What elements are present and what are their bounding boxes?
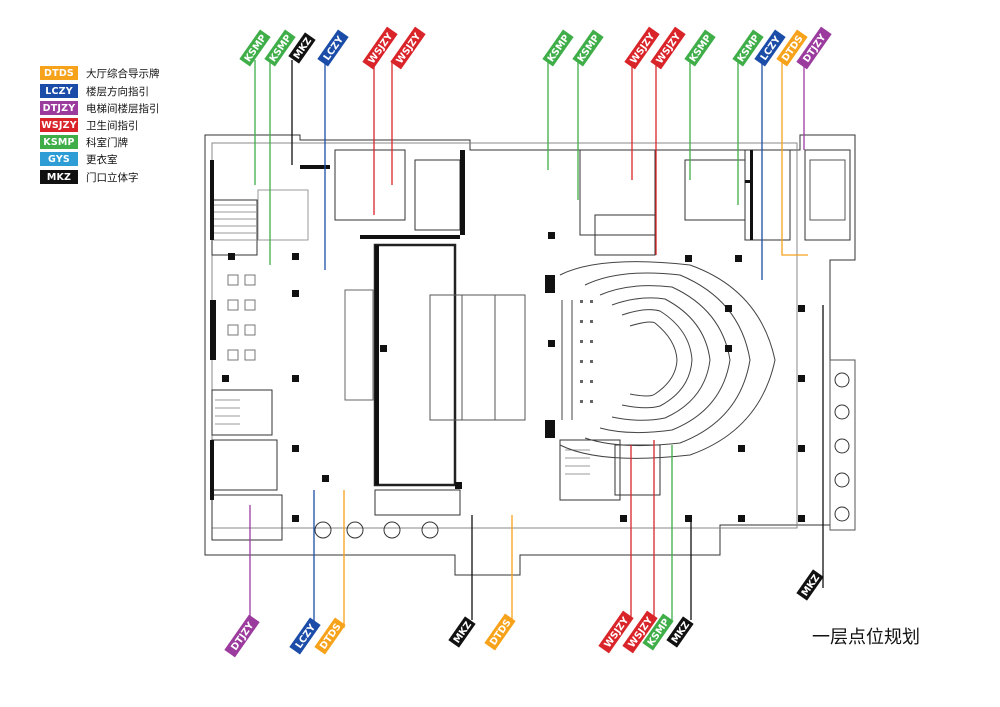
legend-desc: 更衣室 bbox=[86, 153, 118, 166]
legend-code: KSMP bbox=[40, 135, 78, 149]
legend-code: MKZ bbox=[40, 170, 78, 184]
tag-label: KSMP bbox=[546, 33, 573, 64]
legend-item-dtds: DTDS 大厅综合导示牌 bbox=[40, 66, 160, 80]
tag-background bbox=[684, 29, 716, 67]
tag-background bbox=[572, 29, 604, 67]
tag-background bbox=[732, 29, 764, 67]
tag-label: KSMP bbox=[268, 33, 295, 64]
tag-background bbox=[239, 29, 271, 67]
tag-background bbox=[484, 613, 516, 651]
tag-background bbox=[796, 569, 824, 601]
tag-background bbox=[289, 617, 321, 655]
legend-desc: 楼层方向指引 bbox=[86, 85, 149, 98]
tag-top-ksmp: KSMP bbox=[572, 29, 604, 67]
legend-item-ksmp: KSMP 科室门牌 bbox=[40, 135, 128, 149]
legend-desc: 电梯间楼层指引 bbox=[86, 102, 160, 115]
tag-background bbox=[390, 26, 426, 70]
legend-code: GYS bbox=[40, 152, 78, 166]
legend-code: WSJZY bbox=[40, 118, 78, 132]
tag-background bbox=[622, 610, 658, 654]
tag-background bbox=[624, 26, 660, 70]
tag-bottom-mkz: MKZ bbox=[448, 616, 476, 648]
tag-background bbox=[642, 613, 674, 651]
legend-desc: 卫生间指引 bbox=[86, 119, 139, 132]
tag-background bbox=[650, 26, 686, 70]
tag-bottom-dtds: DTDS bbox=[314, 617, 346, 655]
plan-title: 一层点位规划 bbox=[812, 627, 920, 648]
legend-desc: 大厅综合导示牌 bbox=[86, 67, 160, 80]
tag-background bbox=[754, 29, 786, 67]
legend-item-wsjzy: WSJZY 卫生间指引 bbox=[40, 118, 139, 132]
tag-background bbox=[448, 616, 476, 648]
tag-label: KSMP bbox=[688, 33, 715, 64]
tag-top-ksmp: KSMP bbox=[264, 29, 296, 67]
legend-code: LCZY bbox=[40, 84, 78, 98]
legend-code: DTDS bbox=[40, 66, 78, 80]
legend-desc: 门口立体字 bbox=[86, 171, 139, 184]
tag-background bbox=[542, 29, 574, 67]
tag-background bbox=[314, 617, 346, 655]
tag-bottom-lczy: LCZY bbox=[289, 617, 321, 655]
tag-background bbox=[776, 29, 808, 67]
tag-background bbox=[264, 29, 296, 67]
tag-top-lczy: LCZY bbox=[317, 29, 349, 67]
tag-background bbox=[224, 614, 260, 658]
tag-top-ksmp: KSMP bbox=[684, 29, 716, 67]
tag-background bbox=[666, 616, 694, 648]
tag-bottom-mkz: MKZ bbox=[796, 569, 824, 601]
legend-code: DTJZY bbox=[40, 101, 78, 115]
tag-bottom-dtjzy: DTJZY bbox=[224, 614, 260, 658]
tag-background bbox=[362, 26, 398, 70]
tag-top-ksmp: KSMP bbox=[542, 29, 574, 67]
floor-plan-walls bbox=[204, 134, 856, 576]
tag-background bbox=[796, 26, 832, 70]
tag-background bbox=[598, 610, 634, 654]
legend-item-mkz: MKZ 门口立体字 bbox=[40, 170, 139, 184]
tag-label: KSMP bbox=[576, 33, 603, 64]
legend-item-dtjzy: DTJZY 电梯间楼层指引 bbox=[40, 101, 160, 115]
legend-item-gys: GYS 更衣室 bbox=[40, 152, 118, 166]
tag-background bbox=[288, 32, 316, 64]
tag-bottom-dtds: DTDS bbox=[484, 613, 516, 651]
legend-desc: 科室门牌 bbox=[86, 136, 128, 149]
tag-background bbox=[317, 29, 349, 67]
legend-item-lczy: LCZY 楼层方向指引 bbox=[40, 84, 149, 98]
